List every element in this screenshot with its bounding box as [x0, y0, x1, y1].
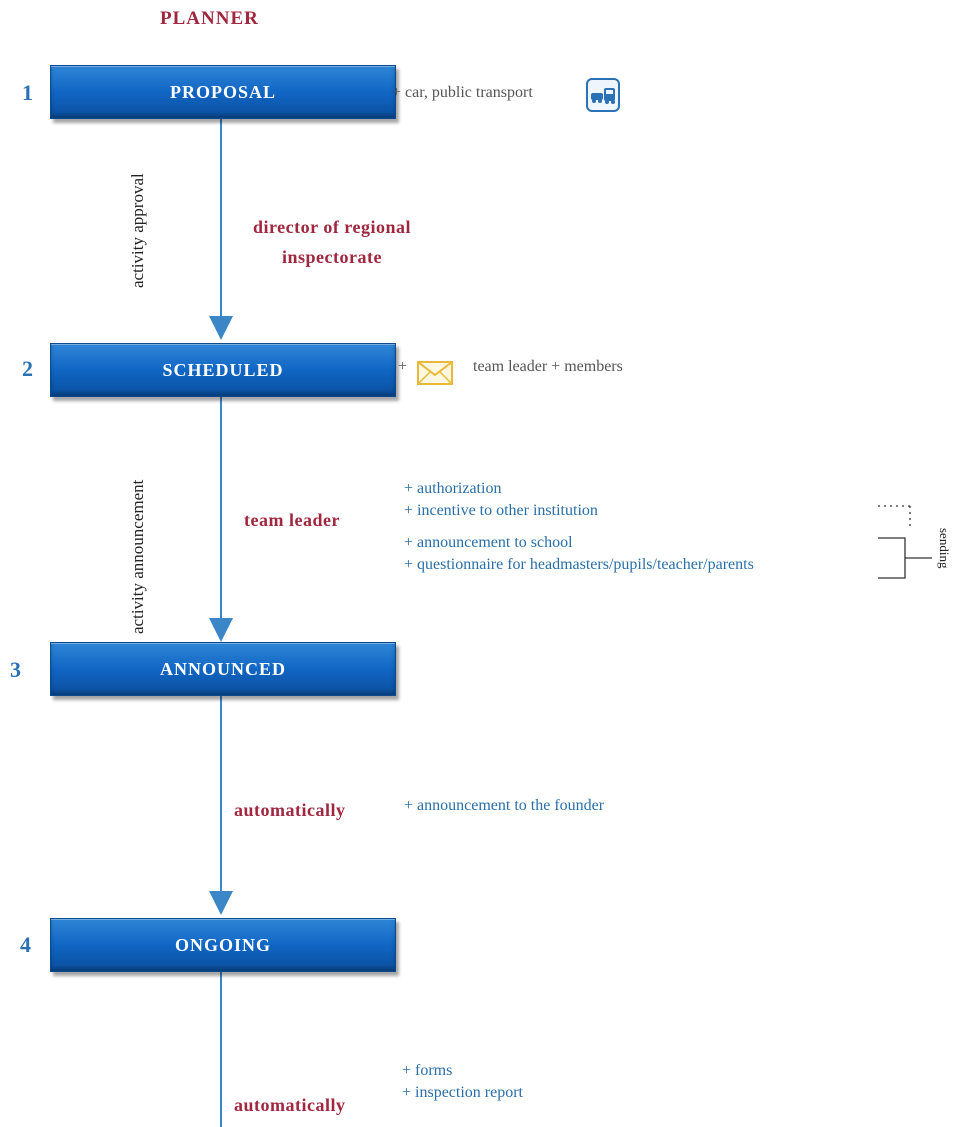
- list-item: + forms: [402, 1062, 453, 1079]
- state-announced[interactable]: ANNOUNCED: [50, 642, 396, 696]
- note-scheduled-plus: +: [398, 358, 408, 375]
- state-ongoing[interactable]: ONGOING: [50, 918, 396, 972]
- ongoing-items: + forms + inspection report: [402, 1060, 523, 1104]
- list-item: + inspection report: [402, 1084, 523, 1101]
- side-label-activity-announcement: activity announcement: [128, 479, 147, 634]
- team-leader-items: + authorization + incentive to other ins…: [404, 478, 754, 576]
- list-item: + authorization: [404, 480, 502, 497]
- list-item: + questionnaire for headmasters/pupils/t…: [404, 556, 754, 573]
- step-number-2: 2: [22, 356, 33, 381]
- actor-automatically-2: automatically: [234, 1095, 346, 1115]
- actor-automatically-1: automatically: [234, 800, 346, 820]
- state-scheduled[interactable]: SCHEDULED: [50, 343, 396, 397]
- sending-bracket: [878, 505, 932, 579]
- page-title: PLANNER: [160, 8, 259, 29]
- note-announced: + announcement to the founder: [404, 797, 605, 814]
- actor-director: director of regional inspectorate: [232, 212, 432, 272]
- envelope-icon: [416, 360, 454, 386]
- step-number-1: 1: [22, 80, 33, 105]
- state-proposal[interactable]: PROPOSAL: [50, 65, 396, 119]
- list-item: + announcement to school: [404, 534, 573, 551]
- note-proposal: + car, public transport: [392, 84, 533, 101]
- car-bus-icon: [586, 78, 620, 112]
- step-number-4: 4: [20, 932, 31, 957]
- actor-director-line-2: inspectorate: [282, 247, 382, 267]
- sending-label: sending: [937, 528, 952, 569]
- actor-team-leader: team leader: [244, 510, 340, 530]
- actor-director-line-1: director of regional: [253, 217, 411, 237]
- side-label-activity-approval: activity approval: [128, 173, 147, 288]
- list-item: + incentive to other institution: [404, 502, 598, 519]
- note-scheduled: team leader + members: [473, 358, 623, 375]
- step-number-3: 3: [10, 657, 21, 682]
